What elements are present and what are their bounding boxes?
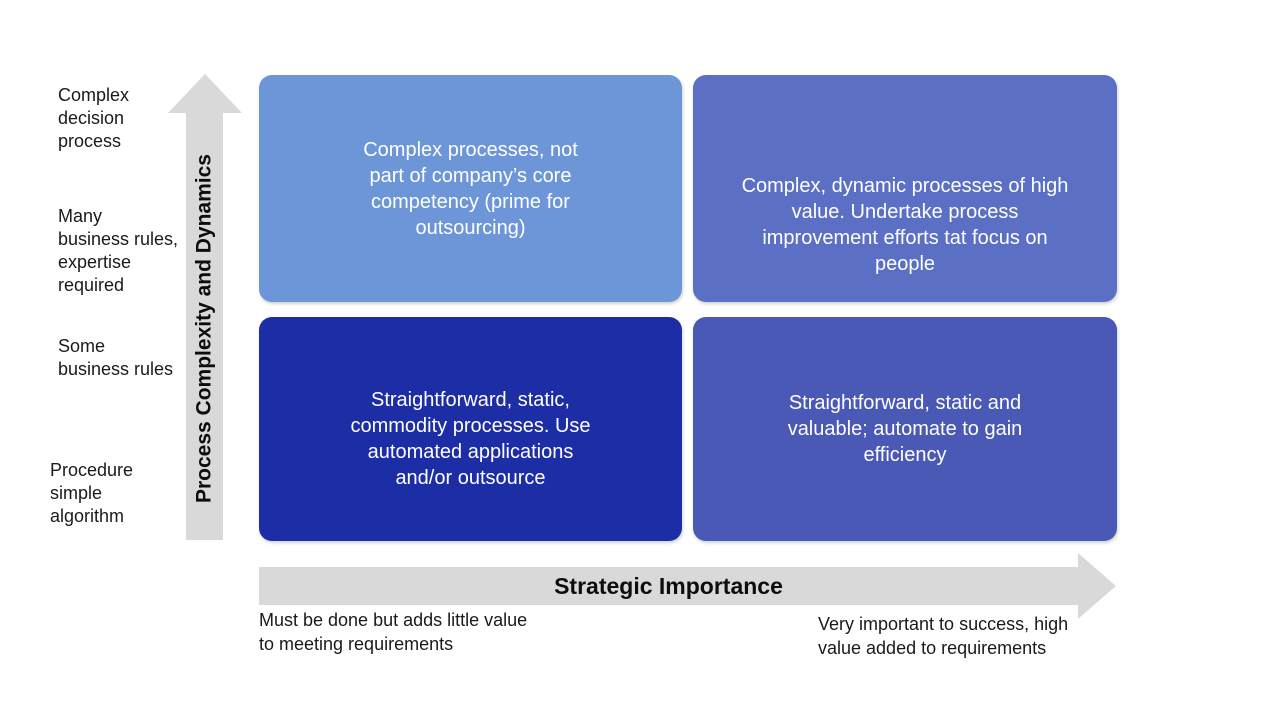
quadrant-bottom-right: Straightforward, static and valuable; au… [693, 317, 1117, 541]
x-axis-title: Strategic Importance [554, 572, 783, 599]
y-axis-arrow-head-icon [168, 74, 242, 113]
quadrant-top-left-text: Complex processes, not part of company’s… [363, 138, 578, 239]
y-axis-label-many-rules: Many business rules, expertise required [58, 206, 179, 295]
x-axis-arrow [259, 567, 1078, 605]
quadrant-top-left: Complex processes, not part of company’s… [259, 75, 682, 302]
quadrant-top-right-text: Complex, dynamic processes of high value… [741, 174, 1069, 275]
y-axis-title: Process Complexity and Dynamics [192, 154, 216, 503]
x-axis-label-high: Very important to success, high value ad… [818, 614, 1069, 658]
y-axis-label-complex-decision: Complex decision process [58, 85, 130, 151]
y-axis-label-some-rules: Some business rules [58, 336, 174, 379]
y-axis-label-procedure: Procedure simple algorithm [50, 460, 134, 526]
quadrant-bottom-left: Straightforward, static, commodity proce… [259, 317, 682, 541]
x-axis-arrow-head-icon [1078, 553, 1116, 619]
x-axis-label-low: Must be done but adds little value to me… [259, 610, 528, 654]
quadrant-bottom-left-text: Straightforward, static, commodity proce… [350, 389, 591, 489]
quadrant-top-right: Complex, dynamic processes of high value… [693, 75, 1117, 302]
y-axis-arrow [186, 112, 223, 540]
quadrant-bottom-right-text: Straightforward, static and valuable; au… [787, 392, 1023, 466]
